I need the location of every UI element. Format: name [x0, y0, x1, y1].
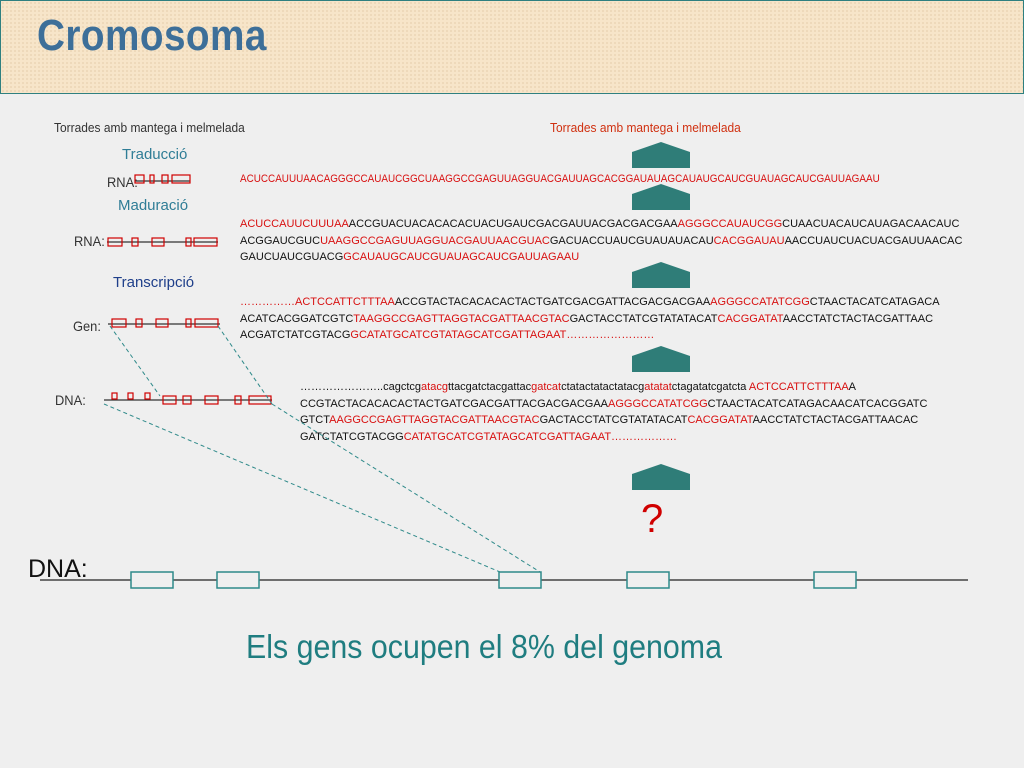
sequence-segment: CCGTACTACACACACTACTGATCGACGATTACGACGACGA… [300, 397, 609, 410]
sequence-segment: CATATGCATCGTATAGCATCGATTAGAAT……………… [403, 430, 678, 443]
sequence-segment: CUAACUACAUCAUAGACAACAUC [782, 218, 960, 230]
sequence-segment: GTCT [300, 414, 330, 426]
sequence-segment: UAAGGCCGAGUUAGGUACGAUUAACGUAC [320, 234, 550, 247]
gene-box [626, 571, 670, 589]
mature-rna-sequence: ACUCCAUUCUUUAAACCGUACUACACACACUACUGAUCGA… [240, 216, 962, 266]
sequence-segment: atacg [421, 381, 448, 393]
sequence-segment: CACGGATAT [717, 312, 783, 325]
zoom-lines [103, 325, 541, 573]
sequence-line: ACATCACGGATCGTCTAAGGCCGAGTTAGGTACGATTAAC… [240, 311, 940, 328]
sequence-segment: GCAUAUGCAUCGUAUAGCAUCGAUUAGAAU [343, 251, 580, 263]
rna-mid-schematic [107, 237, 218, 247]
sequence-segment: AACCUAUCUACUACGAUUAACAC [784, 234, 963, 247]
maduracio-label: Maduració [118, 197, 189, 214]
sequence-segment: GACTACCTATCGTATATACAT [539, 414, 688, 426]
sequence-segment: ACATCACGGATCGTC [240, 312, 354, 325]
up-arrow-icon [632, 464, 690, 490]
sequence-segment: GAUCUAUCGUACG [240, 251, 344, 263]
sequence-line: GATCTATCGTACGGCATATGCATCGTATAGCATCGATTAG… [300, 429, 927, 446]
sequence-segment: ACGATCTATCGTACG [240, 329, 351, 341]
gene-box [216, 571, 260, 589]
gen-label: Gen: [73, 318, 101, 334]
sequence-segment: AACCTATCTACTACGATTAACAC [752, 414, 919, 426]
up-arrow-icon [632, 184, 690, 210]
sequence-segment: ACGGAUCGUC [240, 234, 321, 247]
gene-sequence: ……………ACTCCATTCTTTAAACCGTACTACACACACTACTG… [240, 294, 940, 344]
sequence-line: CCGTACTACACACACTACTGATCGACGATTACGACGACGA… [300, 396, 927, 413]
chromosome-schematic [40, 571, 968, 589]
traduccio-label: Traducció [122, 146, 188, 163]
sequence-segment: CACGGATAT [687, 414, 753, 426]
rna-mid-label: RNA: [74, 233, 105, 249]
sequence-segment: AGGGCCATATCGG [608, 397, 708, 410]
sequence-segment: ctatactatactatacg [561, 381, 645, 393]
sequence-segment: ……………ACTCCATTCTTTAA [240, 296, 395, 308]
sequence-segment: …………………..cagctcg [300, 381, 422, 393]
up-arrow-icon [632, 142, 690, 168]
question-mark: ? [641, 497, 664, 541]
sequence-segment: AGGGCCAUAUCGG [677, 218, 783, 230]
sequence-segment: ttacgatctacgattac [447, 381, 532, 393]
sequence-segment: TAAGGCCGAGTTAGGTACGATTAACGTAC [353, 312, 570, 325]
rna-top-label: RNA: [107, 174, 138, 190]
dna-sequence: …………………..cagctcgatacgttacgatctacgattacga… [300, 379, 927, 445]
sequence-segment: GATCTATCGTACGG [300, 430, 404, 443]
sequence-segment: AAGGCCGAGTTAGGTACGATTAACGTAC [329, 414, 540, 426]
gene-schematic [108, 318, 220, 328]
rna-top-schematic [134, 174, 191, 184]
gene-box [130, 571, 174, 589]
sequence-line: …………………..cagctcgatacgttacgatctacgattacga… [300, 379, 927, 396]
sequence-line: ……………ACTCCATTCTTTAAACCGTACTACACACACTACTG… [240, 294, 940, 311]
title-banner: Cromosoma [0, 0, 1024, 94]
up-arrow-icon [632, 346, 690, 372]
sequence-segment: GCATATGCATCGTATAGCATCGATTAGAAT…………………… [350, 329, 655, 341]
gene-box [813, 571, 857, 589]
sequence-line: ACGGAUCGUCUAAGGCCGAGUUAGGUACGAUUAACGUACG… [240, 233, 962, 250]
torrades-label-left: Torrades amb mantega i melmelada [54, 120, 245, 135]
sequence-segment: CTAACTACATCATAGACAACATCACGGATC [707, 397, 928, 410]
arrow-icons [632, 142, 690, 490]
sequence-segment: CACGGAUAU [713, 234, 785, 247]
sequence-line: ACUCCAUUCUUUAAACCGUACUACACACACUACUGAUCGA… [240, 216, 962, 233]
sequence-segment: ACCGTACTACACACACTACTGATCGACGATTACGACGACG… [394, 296, 711, 308]
sequence-line: GTCTAAGGCCGAGTTAGGTACGATTAACGTACGACTACCT… [300, 412, 927, 429]
sequence-segment: AACCTATCTACTACGATTAAC [782, 312, 934, 325]
sequence-segment: atatat [644, 381, 672, 393]
sequence-segment: GACTACCTATCGTATATACAT [569, 312, 718, 325]
sequence-segment: GACUACCUAUCGUAUAUACAU [549, 234, 714, 247]
conclusion-text: Els gens ocupen el 8% del genoma [246, 628, 722, 665]
sequence-segment: ACCGUACUACACACACUACUGAUCGACGAUUACGACGACG… [348, 218, 678, 230]
sequence-segment: gatcat [531, 381, 562, 393]
torrades-label-right: Torrades amb mantega i melmelada [550, 120, 741, 135]
protein-rna-sequence: ACUCCAUUUAACAGGGCCAUAUCGGCUAAGGCCGAGUUAG… [240, 173, 880, 185]
page-title: Cromosoma [37, 11, 267, 60]
dna-small-label: DNA: [55, 392, 86, 408]
dna-small-schematic [104, 392, 272, 405]
sequence-segment: ACTCCATTCTTTAA [748, 381, 849, 393]
transcripcio-label: Transcripció [113, 274, 195, 291]
dna-chromosome-label: DNA: [28, 555, 88, 583]
up-arrow-icon [632, 262, 690, 288]
sequence-line: ACGATCTATCGTACGGCATATGCATCGTATAGCATCGATT… [240, 327, 940, 344]
sequence-segment: A [848, 381, 857, 393]
sequence-segment: ACUCCAUUCUUUAA [240, 218, 349, 230]
sequence-segment: AGGGCCATATCGG [710, 296, 810, 308]
sequence-segment: CTAACTACATCATAGACA [809, 296, 940, 308]
sequence-line: GAUCUAUCGUACGGCAUAUGCAUCGUAUAGCAUCGAUUAG… [240, 249, 962, 266]
gene-box [498, 571, 542, 589]
sequence-segment: ctagatatcgatcta [671, 381, 749, 393]
